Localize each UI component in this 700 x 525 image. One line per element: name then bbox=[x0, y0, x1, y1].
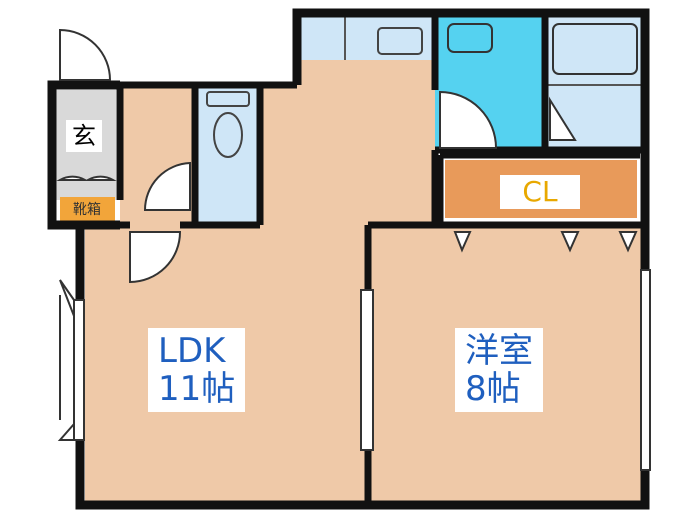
toilet-door bbox=[143, 161, 191, 211]
kitchen-sink bbox=[377, 27, 423, 55]
wash-basin bbox=[447, 23, 493, 53]
western-room-size: 8帖 bbox=[465, 369, 521, 409]
entrance-label: 玄 bbox=[66, 120, 102, 152]
ldk-window bbox=[73, 299, 85, 441]
ldk-label: LDK 11帖 bbox=[148, 328, 246, 412]
western-room-label: 洋室 8帖 bbox=[455, 328, 543, 412]
ldk-size: 11帖 bbox=[158, 369, 236, 409]
western-window bbox=[640, 269, 651, 471]
ldk-name: LDK bbox=[158, 331, 226, 371]
ldk-door bbox=[129, 231, 182, 284]
bathtub bbox=[552, 23, 638, 75]
shoe-box-label: 靴箱 bbox=[62, 200, 112, 220]
bath-door bbox=[549, 96, 577, 141]
washroom-door bbox=[439, 90, 498, 149]
western-room-name: 洋室 bbox=[465, 331, 533, 371]
closet-label: CL bbox=[500, 175, 580, 209]
entrance-door bbox=[59, 28, 112, 81]
toilet-bowl bbox=[213, 112, 243, 158]
